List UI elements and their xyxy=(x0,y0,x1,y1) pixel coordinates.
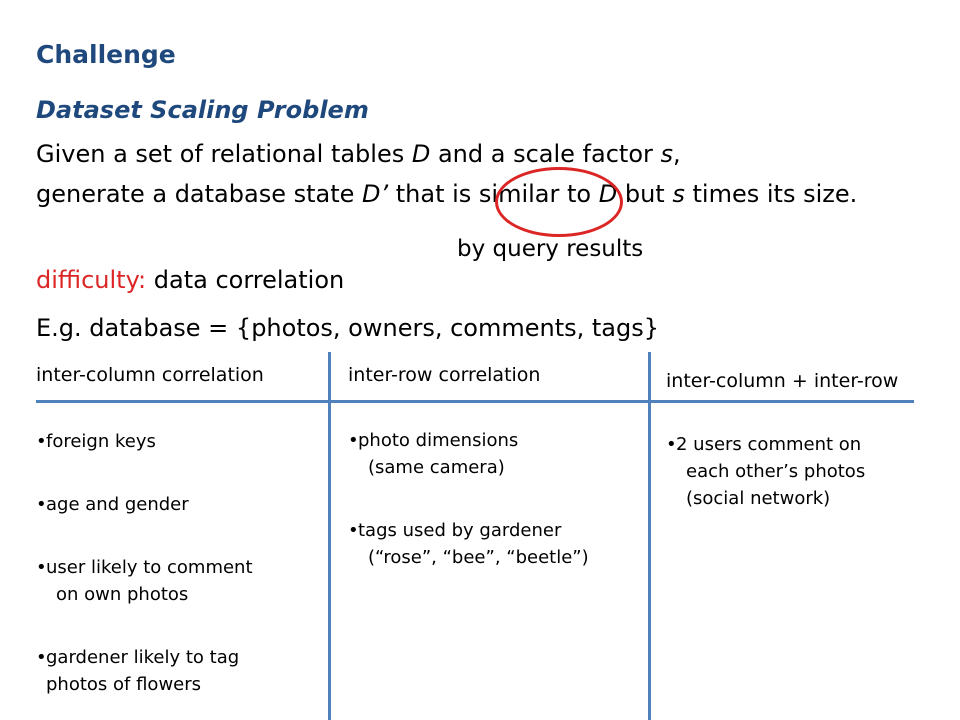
bullet-text-continued: on own photos xyxy=(56,584,189,605)
bullet-text: 2 users comment on xyxy=(676,434,862,455)
variable-s: s xyxy=(672,180,685,208)
list-item: gardener likely to tag photos of flowers xyxy=(36,644,326,698)
problem-title: Dataset Scaling Problem xyxy=(36,96,369,124)
column-header-divider xyxy=(36,400,914,403)
column-divider-2 xyxy=(648,352,651,720)
statement-text: that is xyxy=(388,180,479,208)
list-item: tags used by gardener (“rose”, “bee”, “b… xyxy=(348,517,644,571)
similar-highlight-circle xyxy=(495,167,623,237)
bullet-text: foreign keys xyxy=(46,431,156,452)
difficulty-line: difficulty: data correlation xyxy=(36,266,344,294)
bullet-text-continued: (“rose”, “bee”, “beetle”) xyxy=(368,547,589,568)
column-header-inter-row: inter-row correlation xyxy=(348,364,541,386)
list-item: age and gender xyxy=(36,491,326,518)
bullet-text-continued: photos of flowers xyxy=(46,674,202,695)
difficulty-text: data correlation xyxy=(146,266,345,294)
list-item: user likely to comment on own photos xyxy=(36,554,326,608)
variable-s: s xyxy=(660,140,674,168)
slide-heading: Challenge xyxy=(36,40,176,69)
list-item: photo dimensions (same camera) xyxy=(348,427,644,481)
bullet-text-continued: (social network) xyxy=(686,488,831,509)
variable-d: D xyxy=(411,140,431,168)
similar-annotation: by query results xyxy=(457,236,644,262)
statement-text: but xyxy=(617,180,673,208)
bullet-text: photo dimensions xyxy=(358,430,519,451)
inter-row-list: photo dimensions (same camera) tags used… xyxy=(348,427,644,571)
combined-correlation-list: 2 users comment on each other’s photos (… xyxy=(666,431,956,512)
inter-column-list: foreign keys age and gender user likely … xyxy=(36,428,326,698)
column-divider-1 xyxy=(328,352,331,720)
list-item: foreign keys xyxy=(36,428,326,455)
bullet-text: gardener likely to tag xyxy=(46,647,240,668)
column-header-inter-column: inter-column correlation xyxy=(36,364,264,386)
bullet-text-continued: each other’s photos xyxy=(686,461,866,482)
problem-title-colon: : xyxy=(361,98,369,124)
statement-text: Given a set of relational tables xyxy=(36,140,412,168)
problem-statement-line-2: generate a database state D’ that is sim… xyxy=(36,180,857,208)
problem-statement-line-1: Given a set of relational tables D and a… xyxy=(36,140,681,168)
statement-text: times its size. xyxy=(684,180,858,208)
statement-text: , xyxy=(673,140,681,168)
bullet-text-continued: (same camera) xyxy=(368,457,505,478)
column-header-combined: inter-column + inter-row xyxy=(666,370,899,392)
bullet-text: age and gender xyxy=(46,494,189,515)
bullet-text: user likely to comment xyxy=(46,557,253,578)
difficulty-label: difficulty: xyxy=(36,266,147,294)
example-line: E.g. database = {photos, owners, comment… xyxy=(36,314,660,342)
statement-text: and a scale factor xyxy=(430,140,661,168)
variable-d-prime: D’ xyxy=(362,180,389,208)
statement-text: generate a database state xyxy=(36,180,363,208)
list-item: 2 users comment on each other’s photos (… xyxy=(666,431,956,512)
bullet-text: tags used by gardener xyxy=(358,520,562,541)
